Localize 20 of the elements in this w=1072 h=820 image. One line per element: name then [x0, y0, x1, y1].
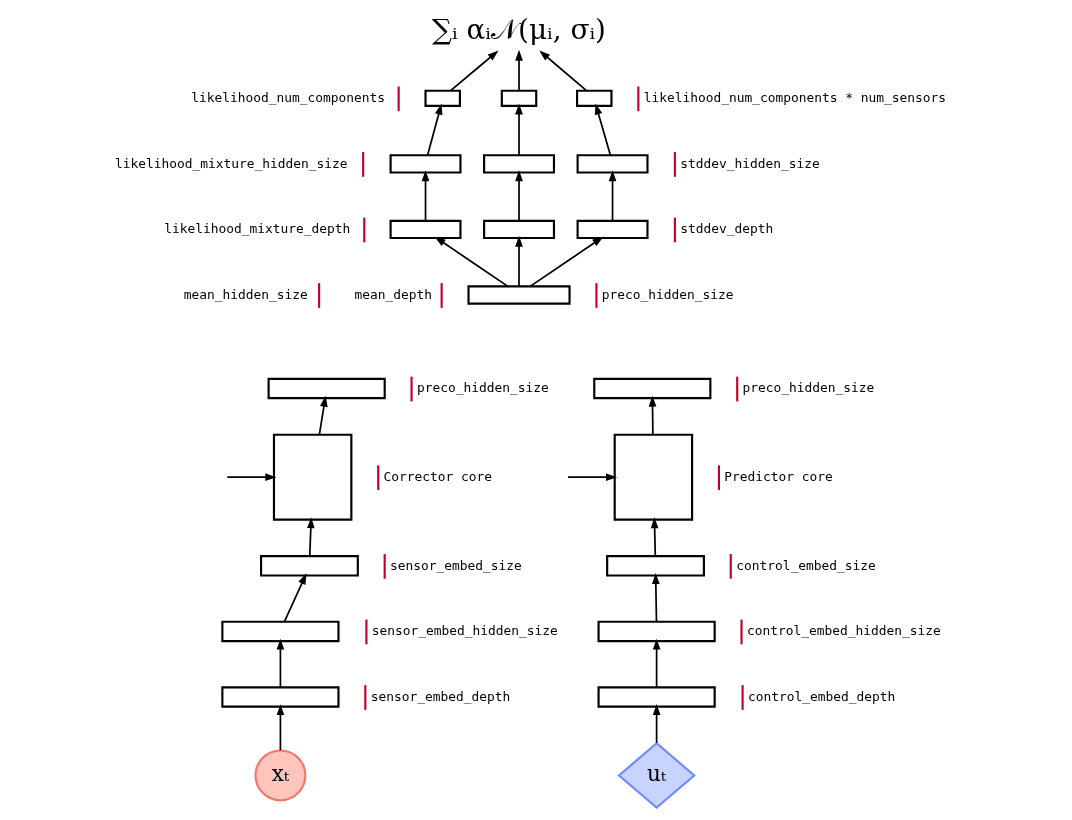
label: preco_hidden_size	[416, 380, 549, 396]
node-text: ∑ᵢ αᵢ𝒩(μᵢ, σᵢ)	[431, 12, 606, 46]
label: Predictor core	[723, 469, 833, 485]
label: stddev_hidden_size	[679, 155, 820, 171]
label: sensor_embed_size	[389, 557, 522, 573]
label: control_embed_hidden_size	[746, 623, 941, 639]
label: likelihood_mixture_depth	[163, 221, 350, 237]
label: sensor_embed_depth	[370, 688, 510, 704]
label: preco_hidden_size	[742, 380, 874, 396]
label: preco_hidden_size	[601, 286, 734, 302]
label: control_embed_depth	[747, 688, 895, 704]
label: likelihood_mixture_hidden_size	[114, 155, 347, 171]
label: Corrector core	[383, 469, 492, 485]
label: likelihood_num_components * num_sensors	[643, 90, 946, 106]
label: mean_hidden_size	[183, 286, 308, 302]
label: control_embed_size	[735, 557, 876, 573]
label: mean_depth	[354, 286, 432, 302]
label: likelihood_num_components	[190, 90, 385, 106]
label: sensor_embed_hidden_size	[371, 623, 558, 639]
label: stddev_depth	[679, 221, 773, 237]
